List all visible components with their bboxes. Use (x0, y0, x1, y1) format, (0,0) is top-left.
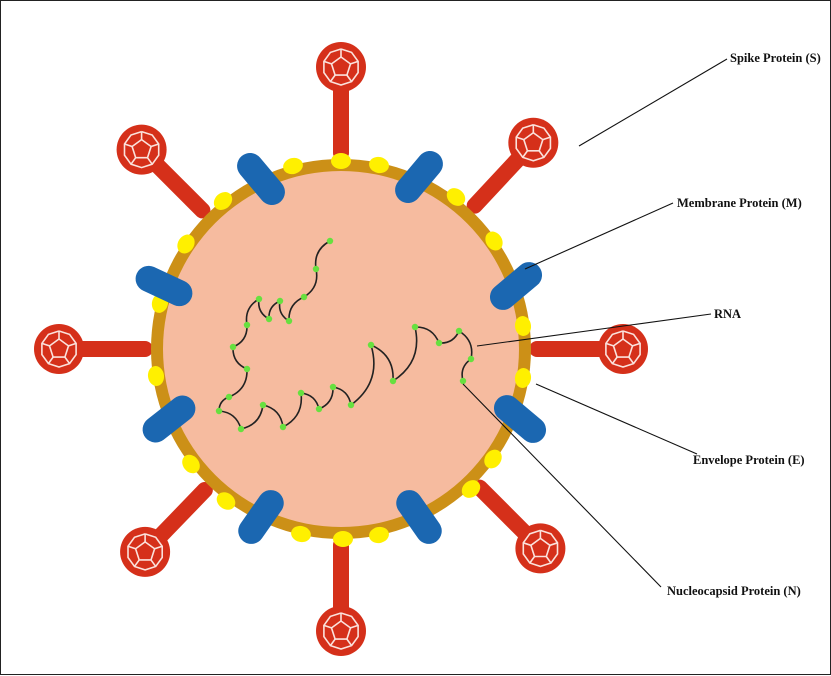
dodecahedron-icon (597, 323, 649, 375)
nucleocapsid-leader-line (462, 383, 662, 588)
envelope-protein (216, 492, 236, 510)
nucleocapsid-dot (215, 407, 223, 415)
nucleocapsid-dot (297, 389, 305, 397)
nucleocapsid-dot (276, 297, 284, 305)
dodecahedron-icon (115, 123, 168, 176)
nucleocapsid-protein-label: Nucleocapsid Protein (N) (667, 584, 801, 598)
membrane-protein (396, 490, 442, 544)
envelope-protein (147, 366, 165, 386)
nucleocapsid-dot (243, 365, 251, 373)
spike-protein (315, 537, 367, 657)
nucleocapsid-dot (300, 293, 308, 301)
spike-protein-label: Spike Protein (S) (730, 51, 821, 65)
envelope-protein (213, 192, 233, 210)
membrane-protein (489, 262, 543, 310)
envelope-protein (177, 234, 195, 254)
nucleocapsid-dot (279, 423, 287, 431)
envelope-protein (485, 231, 503, 251)
dodecahedron-icon (33, 323, 85, 375)
nucleocapsid-dot (225, 393, 233, 401)
spike-protein (119, 481, 213, 578)
envelope-protein (369, 156, 389, 174)
nucleocapsid-dot (326, 237, 334, 245)
spike-protein (315, 41, 367, 161)
nucleocapsid-dot (411, 323, 419, 331)
envelope-leader-line (535, 383, 698, 455)
nucleocapsid-dot (243, 321, 251, 329)
nucleocapsid-dot (389, 377, 397, 385)
dodecahedron-icon (514, 522, 567, 575)
nucleocapsid-dot (315, 405, 323, 413)
rna-leader-line (476, 313, 712, 347)
membrane-protein (395, 150, 443, 204)
membrane-leader-line (524, 202, 674, 270)
dodecahedron-icon (315, 41, 367, 93)
spike-protein (466, 116, 560, 214)
envelope-protein (333, 531, 353, 547)
membrane-protein (238, 490, 284, 544)
membrane-protein (142, 395, 196, 443)
membrane-protein (135, 265, 193, 307)
envelope-protein (461, 480, 481, 498)
membrane-proteins (135, 150, 547, 544)
spike-proteins (33, 41, 649, 657)
envelope-protein (369, 526, 389, 544)
envelope-proteins (147, 153, 532, 547)
envelope-protein (331, 153, 351, 169)
envelope-protein (514, 316, 532, 336)
membrane-protein (237, 152, 285, 206)
nucleocapsid-dot (459, 377, 467, 385)
spike-protein (529, 323, 649, 375)
membrane-protein (493, 395, 547, 443)
nucleocapsid-dot (467, 355, 475, 363)
nucleocapsid-dot (455, 327, 463, 335)
envelope-protein (514, 368, 532, 388)
spike-protein (115, 123, 211, 219)
nucleocapsid-dot (259, 401, 267, 409)
envelope-protein-label: Envelope Protein (E) (693, 453, 805, 467)
rna-strand (215, 237, 475, 433)
nucleocapsid-dot (229, 343, 237, 351)
spike-leader-line (578, 58, 728, 147)
nucleocapsid-dot (265, 315, 273, 323)
dodecahedron-icon (507, 116, 560, 169)
spike-protein (33, 323, 153, 375)
nucleocapsid-dot (329, 383, 337, 391)
spike-protein (471, 479, 567, 575)
nucleocapsid-dot (237, 425, 245, 433)
envelope-protein (446, 188, 466, 206)
nucleocapsid-dot (435, 339, 443, 347)
nucleocapsid-dot (312, 265, 320, 273)
nucleocapsid-dot (367, 341, 375, 349)
envelope-protein (484, 449, 502, 469)
dodecahedron-icon (315, 605, 367, 657)
nucleocapsid-dot (347, 401, 355, 409)
dodecahedron-icon (119, 526, 171, 578)
membrane-protein-label: Membrane Protein (M) (677, 196, 802, 210)
nucleocapsid-dot (285, 317, 293, 325)
nucleocapsid-dot (255, 295, 263, 303)
leader-lines (462, 58, 728, 588)
rna-label: RNA (714, 307, 741, 321)
envelope-protein (283, 157, 303, 175)
viral-core (163, 171, 519, 527)
envelope-protein (182, 454, 200, 474)
envelope-protein (291, 525, 311, 543)
